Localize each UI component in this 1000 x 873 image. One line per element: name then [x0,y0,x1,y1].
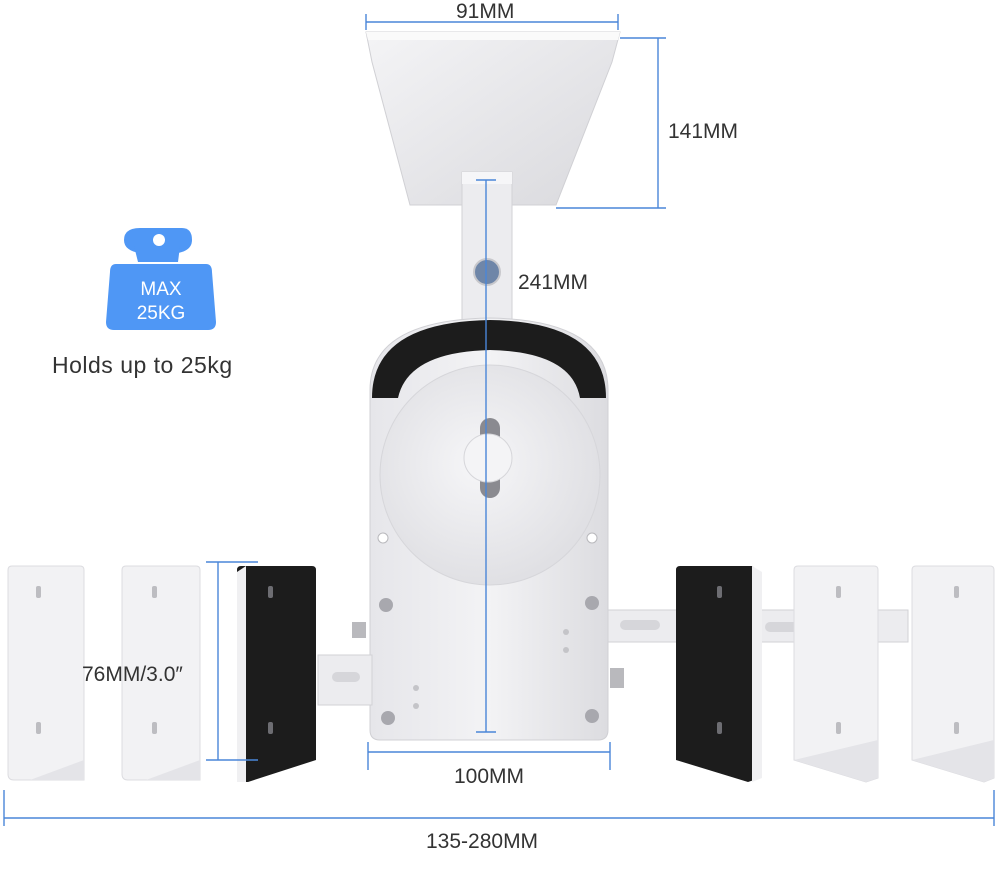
screw [381,711,395,725]
label-clamp-height: 76MM/3.0″ [82,663,183,686]
left-clamp [237,566,316,782]
badge-line-1: MAX [140,279,182,300]
label-hole-spacing: 100MM [454,765,525,788]
black-tilt-cap [372,320,606,398]
right-clamp [676,566,762,782]
label-arm-length: 241MM [518,271,589,294]
weight-badge-text: MAX 25KG [106,278,216,326]
right-clamp-ghost-1 [793,565,879,783]
dim-arm-length [476,179,496,733]
dim-plate-height [556,37,666,209]
dim-adjust-range [3,790,995,826]
label-adjust-range: 135-280MM [426,830,539,853]
top-wall-plate [365,31,621,206]
screw [379,598,393,612]
label-plate-width: 91MM [456,0,515,23]
dimension-lines [3,14,995,826]
right-clamp-ghost-2 [911,565,995,783]
badge-line-2: 25KG [136,303,186,324]
dim-plate-width [365,14,619,30]
label-plate-height: 141MM [668,120,739,143]
dim-hole-spacing [367,742,611,770]
center-knob [463,433,513,483]
left-clamp-ghost-1 [7,565,85,781]
arm-hole [473,258,501,286]
weight-caption: Holds up to 25kg [52,352,233,378]
left-clamp-ghost-2 [121,565,201,781]
weight-icon [106,228,216,330]
mount-body [369,317,609,741]
screw [585,709,599,723]
vertical-arm [461,171,513,333]
screw [585,596,599,610]
dim-clamp-height [206,561,258,761]
